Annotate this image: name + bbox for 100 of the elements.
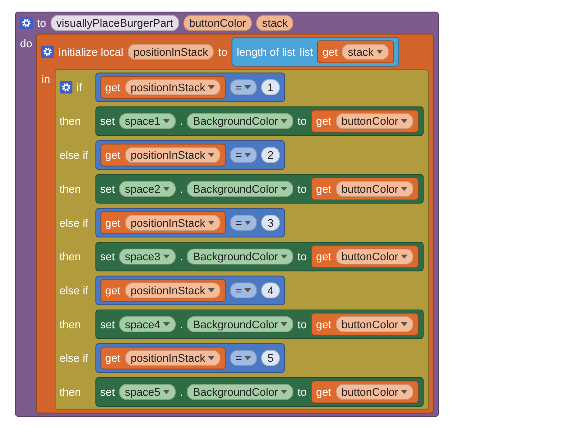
dropdown-field: positionInStack xyxy=(124,214,221,231)
block-keyword: . xyxy=(180,386,184,399)
block-keyword: then xyxy=(60,115,82,128)
dropdown-field: positionInStack xyxy=(124,80,221,96)
block-keyword: else if xyxy=(60,216,88,230)
get-block xyxy=(311,110,419,133)
get-block xyxy=(100,76,226,99)
block-keyword: then xyxy=(60,386,82,399)
dropdown-field: positionInStack xyxy=(124,147,221,164)
dropdown-field: buttonColor xyxy=(336,113,414,130)
block-keyword: get xyxy=(316,386,332,399)
block-keyword: in xyxy=(42,72,50,86)
dropdown-field: positionInStack xyxy=(124,282,221,299)
block-keyword: set xyxy=(100,182,115,196)
get-block xyxy=(311,380,419,404)
block-keyword: get xyxy=(316,250,332,264)
compare-block xyxy=(95,140,285,170)
block-keyword: do xyxy=(20,36,33,50)
dropdown-field: BackgroundColor xyxy=(187,384,294,400)
dropdown-field: space4 xyxy=(119,316,176,333)
block-keyword: else if xyxy=(60,284,88,297)
dropdown-field: buttonColor xyxy=(336,181,414,198)
number-field: 1 xyxy=(262,80,280,96)
block-keyword: to xyxy=(298,182,307,196)
block-keyword: if xyxy=(76,81,82,94)
block-keyword: get xyxy=(316,318,332,331)
dropdown-field: space1 xyxy=(119,113,176,130)
get-block xyxy=(318,40,394,64)
block-keyword: get xyxy=(105,284,121,297)
block-keyword: get xyxy=(316,115,332,128)
variable-name-field: positionInStack xyxy=(128,44,214,60)
compare-block xyxy=(95,208,285,238)
block-keyword: to xyxy=(298,318,307,331)
block-keyword: to xyxy=(298,115,307,128)
block-keyword: get xyxy=(105,216,121,230)
block-keyword: get xyxy=(322,46,338,58)
block-keyword: then xyxy=(60,250,82,264)
dropdown-field: positionInStack xyxy=(124,350,221,366)
parameter-field: buttonColor xyxy=(184,15,252,32)
block-keyword: set xyxy=(100,250,115,264)
block-keyword: to xyxy=(298,386,307,399)
dropdown-field: = xyxy=(230,147,258,164)
get-block xyxy=(100,346,226,370)
block-keyword: to xyxy=(298,250,307,264)
block-keyword: else if xyxy=(60,148,88,162)
get-block xyxy=(311,178,419,201)
block-keyword: . xyxy=(180,250,184,264)
block-keyword: then xyxy=(60,318,82,331)
procedure-name-field: visuallyPlaceBurgerPart xyxy=(50,15,180,32)
dropdown-field: BackgroundColor xyxy=(187,113,294,130)
block-keyword: . xyxy=(180,115,184,128)
block-keyword: get xyxy=(105,148,121,162)
dropdown-field: = xyxy=(230,80,258,96)
number-field: 5 xyxy=(262,350,280,366)
block-keyword: initialize local xyxy=(58,46,124,58)
dropdown-field: BackgroundColor xyxy=(187,181,294,198)
dropdown-field: buttonColor xyxy=(336,316,414,333)
dropdown-field: buttonColor xyxy=(336,384,414,400)
block-keyword: list xyxy=(300,46,314,58)
dropdown-field: buttonColor xyxy=(336,248,414,265)
get-block xyxy=(100,144,226,167)
dropdown-field: BackgroundColor xyxy=(187,248,294,265)
dropdown-field: = xyxy=(230,350,258,366)
block-keyword: get xyxy=(316,182,332,196)
dropdown-field: space3 xyxy=(119,248,176,265)
compare-block xyxy=(95,276,285,306)
set-block xyxy=(95,377,424,407)
get-block xyxy=(100,212,226,234)
parameter-field: stack xyxy=(256,15,294,32)
if-block xyxy=(54,69,430,410)
dropdown-field: BackgroundColor xyxy=(187,316,294,333)
dropdown-field: = xyxy=(230,214,258,231)
dropdown-field: space2 xyxy=(119,181,176,198)
compare-block xyxy=(95,72,285,102)
get-block xyxy=(311,313,419,336)
set-block xyxy=(95,174,424,204)
compare-block xyxy=(95,344,285,374)
number-field: 2 xyxy=(262,147,280,164)
number-field: 4 xyxy=(262,282,280,299)
get-block xyxy=(311,245,419,268)
dropdown-field: = xyxy=(230,282,258,299)
set-block xyxy=(95,310,424,340)
length-of-list-block xyxy=(232,37,400,67)
get-block xyxy=(100,279,226,302)
block-keyword: set xyxy=(100,318,115,331)
dropdown-field: space5 xyxy=(119,384,176,400)
block-keyword: . xyxy=(180,318,184,331)
block-keyword: to xyxy=(218,46,228,58)
block-keyword: get xyxy=(105,352,121,365)
set-block xyxy=(95,106,424,136)
block-keyword: get xyxy=(105,81,121,94)
number-field: 3 xyxy=(262,214,280,231)
block-keyword: set xyxy=(100,115,115,128)
block-keyword: then xyxy=(60,182,82,196)
set-block xyxy=(95,242,424,272)
block-keyword: to xyxy=(37,16,46,30)
dropdown-field: stack xyxy=(342,44,390,60)
block-keyword: set xyxy=(100,386,115,399)
block-keyword: length of list xyxy=(237,46,296,58)
block-keyword: . xyxy=(180,182,184,196)
